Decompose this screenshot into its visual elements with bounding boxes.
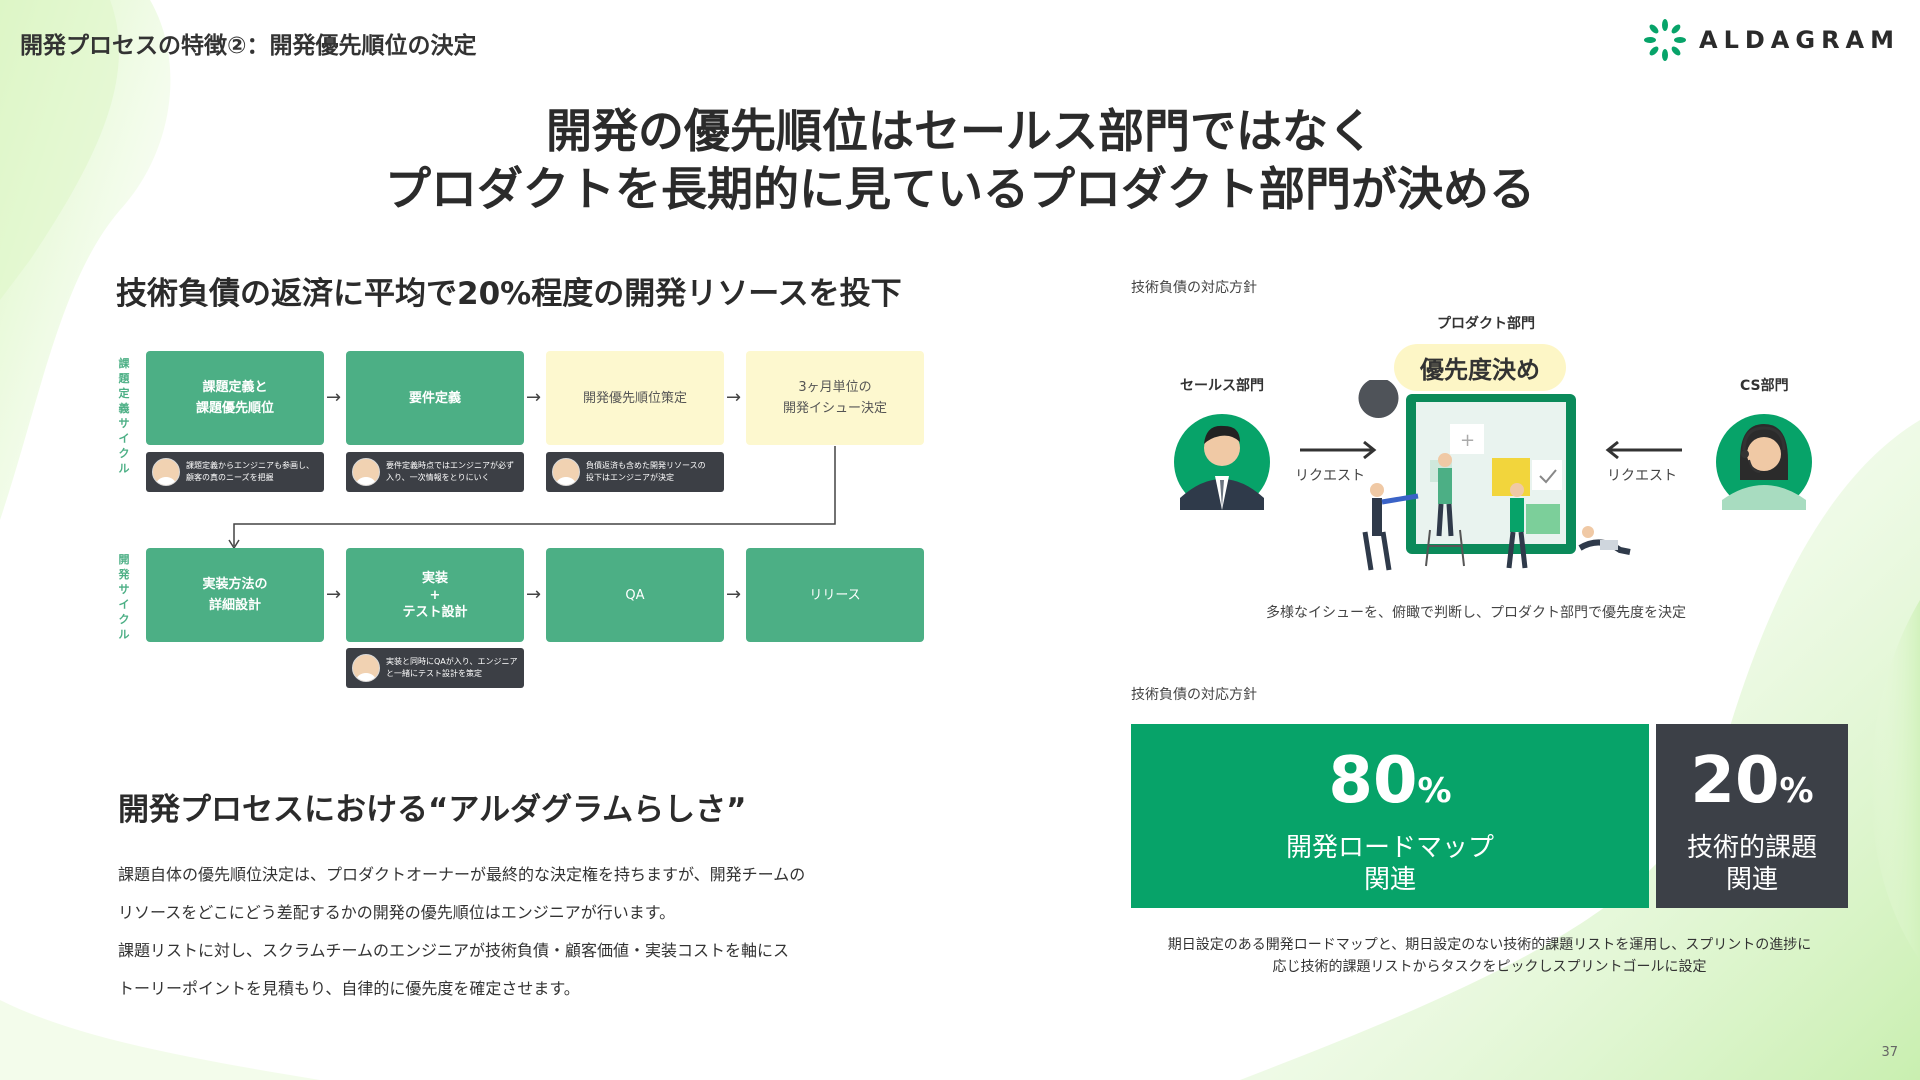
body-line: 課題自体の優先順位決定は、プロダクトオーナーが最終的な決定権を持ちますが、開発チ…: [118, 865, 806, 884]
sales-dept-label: セールス部門: [1180, 378, 1264, 394]
note-text: 実装と同時にQAが入り、エンジニア と一緒にテスト設計を策定: [386, 657, 518, 678]
engineer-avatar: [352, 654, 380, 682]
engineer-avatar: [552, 458, 580, 486]
body-line: リソースをどこにどう差配するかの開発の優先順位はエンジニアが行います。: [118, 903, 676, 922]
request-label-left: リクエスト: [1295, 468, 1365, 484]
team-members-icon: [1362, 453, 1631, 571]
note-implementation: 実装と同時にQAが入り、エンジニア と一緒にテスト設計を策定: [346, 648, 524, 688]
page-number: 37: [1881, 1045, 1898, 1060]
note-text: 課題定義からエンジニアも参画し、 顧客の真のニーズを把握: [186, 461, 314, 482]
note-text: 要件定義時点ではエンジニアが必ず 入り、一次情報をとりにいく: [386, 461, 514, 482]
process-flow: 課題定義サイクル 開発サイクル 課題定義と 課題優先順位 → 要件定義 → 開発…: [118, 351, 924, 688]
company-logo: ALDAGRAM: [1643, 18, 1900, 62]
note-issue-definition: 課題定義からエンジニアも参画し、 顧客の真のニーズを把握: [146, 452, 324, 492]
stat-roadmap: 80% 開発ロードマップ 関連: [1131, 724, 1649, 908]
request-label-right: リクエスト: [1607, 468, 1677, 484]
illustration-caption: 多様なイシューを、俯瞰で判断し、プロダクト部門で優先度を決定: [1266, 605, 1686, 621]
process-box-quarterly-issues: 3ヶ月単位の 開発イシュー決定: [746, 351, 924, 445]
process-box-priority-planning: 開発優先順位策定: [546, 351, 724, 445]
body-line: トーリーポイントを見積もり、自律的に優先度を確定させます。: [118, 979, 580, 998]
stats-footnote: 期日設定のある開発ロードマップと、期日設定のない技術的課題リストを運用し、スプリ…: [1167, 937, 1812, 975]
process-box-implementation: 実装 + テスト設計: [346, 548, 524, 642]
svg-text:+: +: [1460, 430, 1475, 451]
arrow-right-icon: →: [726, 584, 742, 605]
headline-line-1: 開発の優先順位はセールス部門ではなく: [546, 104, 1374, 158]
policy-label-top: 技術負債の対応方針: [1131, 280, 1257, 296]
section-title-tech-debt: 技術負債の返済に平均で20%程度の開発リソースを投下: [116, 276, 902, 312]
note-priority-planning: 負債返済も含めた開発リソースの 投下はエンジニアが決定: [546, 452, 724, 492]
priority-decision-pill: 優先度決め: [1394, 344, 1566, 391]
headline-line-2: プロダクトを長期的に見ているプロダクト部門が決める: [385, 162, 1535, 216]
process-box-requirements: 要件定義: [346, 351, 524, 445]
process-box-issue-definition: 課題定義と 課題優先順位: [146, 351, 324, 445]
page-header-title: 開発プロセスの特徴②：開発優先順位の決定: [20, 33, 477, 59]
asterisk-leaf-icon: [1644, 19, 1686, 61]
arrow-right-icon: →: [726, 387, 742, 408]
note-text: 負債返済も含めた開発リソースの 投下はエンジニアが決定: [586, 461, 706, 482]
request-arrow-right-icon: [1605, 440, 1682, 460]
support-agent-icon: [1716, 414, 1812, 510]
connector-line: [228, 446, 836, 550]
process-box-qa: QA: [546, 548, 724, 642]
request-arrow-left-icon: [1300, 440, 1377, 460]
kanban-board-icon: +: [1358, 380, 1576, 554]
stat-tech-debt: 20% 技術的課題 関連: [1656, 724, 1848, 908]
engineer-avatar: [152, 458, 180, 486]
arrow-right-icon: →: [526, 584, 542, 605]
section-title-aldagram-style: 開発プロセスにおける“アルダグラムらしさ”: [118, 792, 747, 828]
engineer-avatar: [352, 458, 380, 486]
stat-roadmap-value: 80%: [1328, 744, 1452, 818]
note-requirements: 要件定義時点ではエンジニアが必ず 入り、一次情報をとりにいく: [346, 452, 524, 492]
team-illustration: +: [1174, 380, 1812, 571]
arrow-right-icon: →: [326, 584, 342, 605]
row2-vertical-label: 開発サイクル: [118, 553, 130, 641]
product-dept-label: プロダクト部門: [1437, 316, 1535, 332]
policy-label-bottom: 技術負債の対応方針: [1131, 687, 1257, 703]
logo-text: ALDAGRAM: [1699, 26, 1900, 54]
stat-roadmap-label: 開発ロードマップ 関連: [1285, 833, 1494, 895]
arrow-right-icon: →: [526, 387, 542, 408]
row1-vertical-label: 課題定義サイクル: [118, 357, 130, 475]
body-line: 課題リストに対し、スクラムチームのエンジニアが技術負債・顧客価値・実装コストを軸…: [118, 941, 790, 960]
stat-tech-debt-value: 20%: [1690, 744, 1814, 818]
process-box-release: リリース: [746, 548, 924, 642]
cs-dept-label: CS部門: [1740, 378, 1789, 394]
body-paragraph: 課題自体の優先順位決定は、プロダクトオーナーが最終的な決定権を持ちますが、開発チ…: [118, 856, 805, 1008]
process-box-detailed-design: 実装方法の 詳細設計: [146, 548, 324, 642]
salesperson-icon: [1174, 414, 1270, 510]
arrow-right-icon: →: [326, 387, 342, 408]
stat-tech-debt-label: 技術的課題 関連: [1686, 833, 1817, 895]
